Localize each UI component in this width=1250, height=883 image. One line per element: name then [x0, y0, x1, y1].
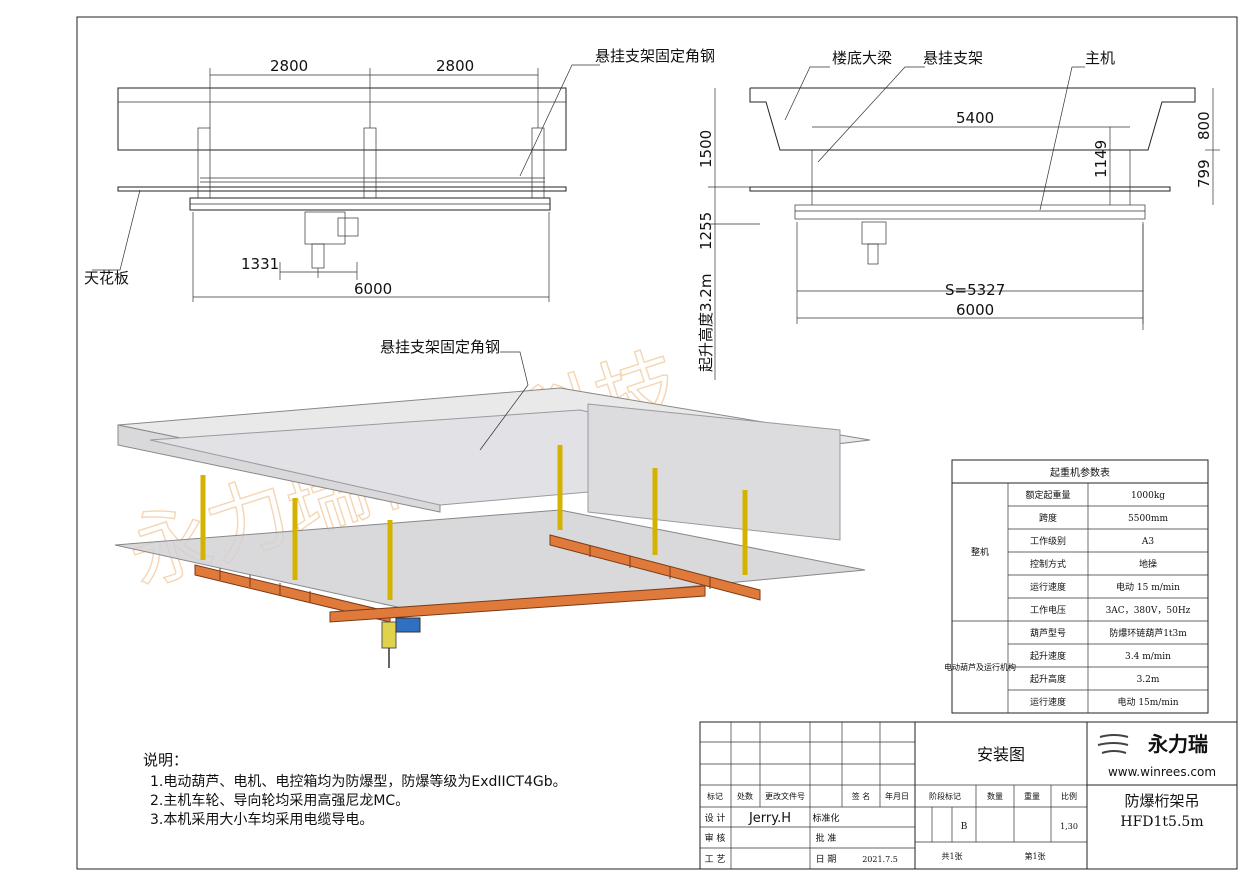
product-name: 防爆桁架吊	[1124, 792, 1199, 810]
hdr-change-doc: 更改文件号	[765, 791, 805, 801]
approve-label: 批 准	[816, 832, 837, 844]
param-key: 起升速度	[1030, 650, 1066, 662]
param-value: 防爆环链葫芦1t3m	[1109, 627, 1187, 639]
dim-1149: 1149	[1092, 140, 1110, 178]
parameter-table: 起重机参数表 整机 电动葫芦及运行机构 额定起重量 1000kg 跨度 5500…	[944, 459, 1209, 714]
company-logo	[1097, 734, 1129, 754]
product-code: HFD1t5.5m	[1120, 814, 1203, 830]
dim-5400: 5400	[956, 109, 994, 127]
notes: 说明： 1.电动葫芦、电机、电控箱均为防爆型，防爆等级为ExdIICT4Gb。 …	[143, 751, 567, 828]
param-key: 葫芦型号	[1030, 627, 1066, 639]
drawing-type: 安装图	[977, 745, 1025, 764]
param-value: 1000kg	[1131, 491, 1165, 501]
label-ceiling: 天花板	[84, 269, 129, 287]
dim-1331: 1331	[241, 255, 279, 273]
label-floor-beam: 楼底大梁	[832, 49, 892, 67]
front-elevation-view: 2800 2800 1331 6000 悬挂支架固定角钢 天花板	[84, 47, 715, 302]
param-value: A3	[1141, 537, 1154, 547]
label-angle-steel-top: 悬挂支架固定角钢	[595, 47, 715, 65]
dim-800: 800	[1195, 111, 1213, 140]
total-sheets: 共1张	[941, 852, 962, 861]
param-key: 跨度	[1039, 512, 1057, 524]
hdr-date: 年月日	[885, 791, 909, 801]
hdr-scale: 比例	[1061, 791, 1077, 801]
note-item: 1.电动葫芦、电机、电控箱均为防爆型，防爆等级为ExdIICT4Gb。	[150, 773, 567, 790]
dim-1500: 1500	[697, 130, 715, 168]
param-value: 电动 15 m/min	[1116, 581, 1180, 593]
param-key: 工作级别	[1030, 535, 1066, 547]
label-bracket: 悬挂支架	[923, 49, 983, 67]
note-item: 3.本机采用大小车均采用电缆导电。	[150, 811, 373, 828]
date-label: 日 期	[816, 854, 837, 865]
param-value: 3.2m	[1137, 675, 1160, 685]
dim-2800-left: 2800	[270, 57, 308, 75]
hdr-qty: 数量	[987, 791, 1003, 801]
designer-name: Jerry.H	[748, 811, 791, 826]
param-value: 3AC，380V，50Hz	[1106, 606, 1191, 616]
param-value: 5500mm	[1128, 514, 1168, 524]
standard-label: 标准化	[812, 812, 839, 824]
param-value: 地操	[1139, 558, 1157, 570]
drawing-frame	[76, 16, 1238, 870]
lift-height-label: 起升高度3.2m	[697, 274, 715, 372]
parameter-table-title: 起重机参数表	[1050, 466, 1110, 479]
sheet-number: 第1张	[1024, 851, 1045, 861]
param-key: 工作电压	[1030, 604, 1066, 616]
company-name: 永力瑞	[1147, 732, 1208, 756]
param-key: 起升高度	[1030, 673, 1066, 685]
hdr-stage: 阶段标记	[929, 791, 961, 801]
stage-value: B	[961, 822, 968, 832]
hdr-mark: 标记	[707, 791, 723, 801]
param-key: 运行速度	[1030, 581, 1066, 593]
process-label: 工 艺	[705, 854, 726, 865]
scale-value: 1,30	[1060, 822, 1078, 831]
dim-1255: 1255	[697, 212, 715, 250]
dim-s5327: S=5327	[945, 281, 1005, 299]
hdr-sign: 签 名	[852, 791, 871, 801]
group-name-1: 电动葫芦及运行机构	[944, 662, 1016, 672]
title-block: 标记 处数 更改文件号 签 名 年月日 阶段标记 数量 重量 比例 设 计 Je…	[699, 721, 1238, 870]
param-key: 控制方式	[1030, 558, 1066, 570]
dim-799: 799	[1195, 159, 1213, 188]
side-elevation-view: 楼底大梁 悬挂支架 主机 5400 S=5327 6000 1500 1255 …	[697, 49, 1220, 380]
hdr-weight: 重量	[1024, 791, 1040, 801]
design-label: 设 计	[705, 812, 726, 824]
dim-2800-right: 2800	[436, 57, 474, 75]
group-name-0: 整机	[971, 546, 989, 558]
review-label: 审 核	[705, 832, 726, 844]
company-website: www.winrees.com	[1108, 765, 1216, 779]
dim-6000-left: 6000	[354, 280, 392, 298]
date-value: 2021.7.5	[862, 855, 898, 864]
param-value: 3.4 m/min	[1125, 652, 1171, 662]
isometric-view: 悬挂支架固定角钢	[114, 338, 871, 668]
label-angle-steel-iso: 悬挂支架固定角钢	[380, 338, 500, 356]
note-item: 2.主机车轮、导向轮均采用高强尼龙MC。	[150, 792, 409, 809]
label-main-unit: 主机	[1085, 49, 1115, 67]
param-key: 额定起重量	[1025, 489, 1070, 501]
param-key: 运行速度	[1030, 696, 1066, 708]
dim-6000-right: 6000	[956, 301, 994, 319]
notes-heading: 说明：	[143, 751, 188, 769]
hdr-count: 处数	[737, 791, 753, 801]
param-value: 电动 15m/min	[1117, 696, 1178, 708]
